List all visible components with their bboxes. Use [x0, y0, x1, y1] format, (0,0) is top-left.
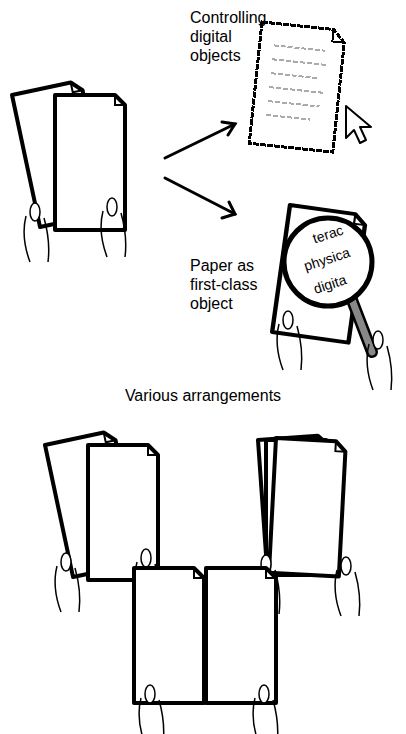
paper-pair — [12, 80, 126, 262]
caption-label: Controlling digital objects — [190, 8, 285, 66]
paper-magnifier — [272, 205, 392, 390]
arrow — [165, 122, 235, 218]
paper-side-by-side — [134, 568, 278, 734]
mouse-cursor — [346, 106, 371, 143]
digital-document — [249, 22, 345, 152]
section-heading: Various arrangements — [0, 386, 406, 405]
caption-label: Paper as first-class object — [190, 256, 285, 314]
